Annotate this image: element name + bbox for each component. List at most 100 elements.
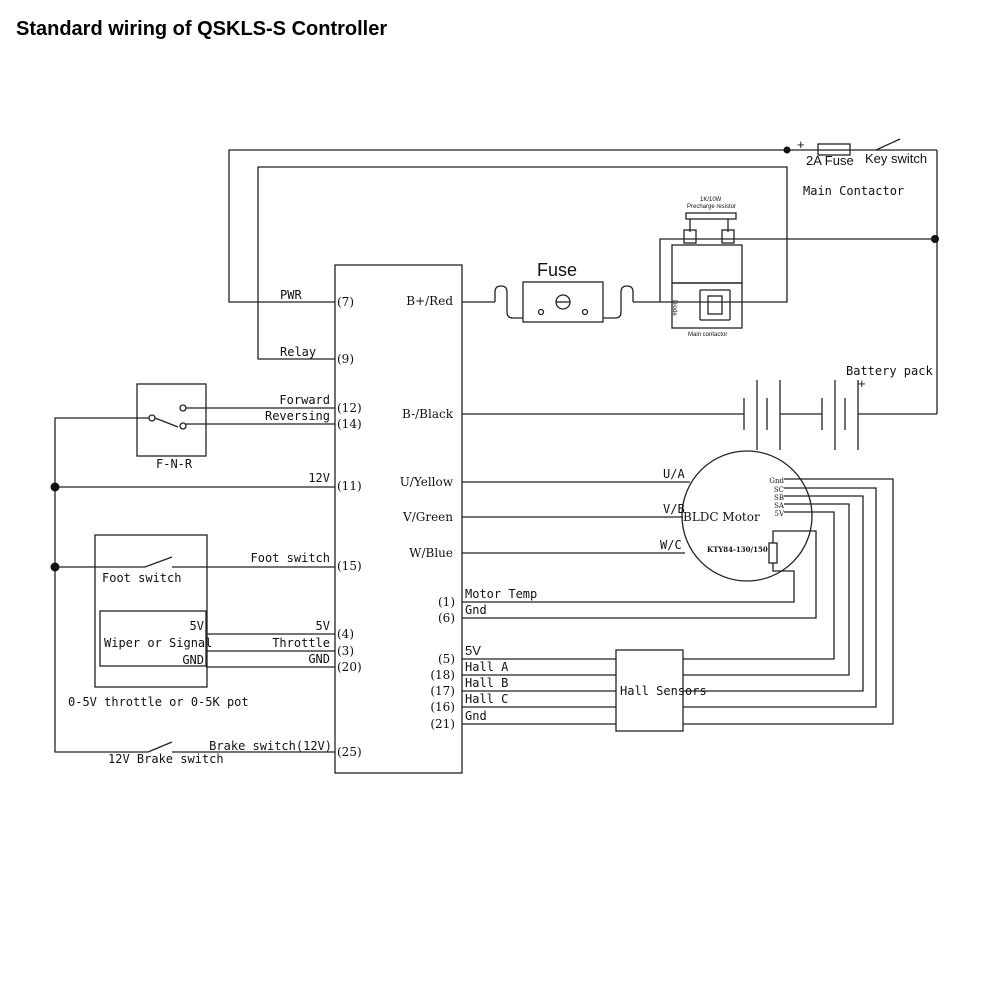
fnr-forward-icon	[179, 404, 187, 412]
pin-reversing-label: Reversing	[265, 409, 330, 423]
pin-5v-hall-label: 5V	[465, 643, 481, 658]
wire-hall-gnd	[683, 478, 894, 725]
fnr-common-icon	[148, 414, 156, 422]
pin-foot-switch-num: (15)	[337, 559, 362, 573]
fnr-lever-icon	[154, 417, 179, 428]
pin-gnd21-label: Gnd	[465, 709, 487, 723]
wire-fuse-to-contactor	[633, 238, 935, 303]
pin-pwr-label: PWR	[280, 288, 302, 302]
plus-sign-top: +	[797, 137, 805, 152]
pin-hall-c-label: Hall C	[465, 692, 508, 706]
pin-gnd-num: (20)	[337, 660, 362, 674]
plus-sign-battery: +	[858, 376, 866, 391]
wire-hall-5v	[683, 511, 835, 660]
pin-21-num: (21)	[430, 717, 455, 731]
pin-5v-num: (4)	[337, 627, 354, 641]
pin-bplus-label: B+/Red	[406, 294, 453, 308]
motor-icon	[681, 450, 813, 582]
motor-sb-label: SB	[774, 494, 784, 502]
pot-wiper-label: Wiper or Signal	[104, 636, 212, 650]
hall-sensors-label: Hall Sensors	[620, 684, 707, 698]
controller-box	[334, 264, 463, 774]
pin-forward-label: Forward	[279, 393, 330, 407]
pin-hall-a-label: Hall A	[465, 660, 509, 674]
wire-hall-b	[683, 495, 864, 692]
foot-switch-label: Foot switch	[102, 571, 181, 585]
pin-6-num: (6)	[438, 611, 455, 625]
pin-foot-switch-label: Foot switch	[251, 551, 330, 565]
brake-switch-icon	[147, 741, 173, 753]
pot-box	[99, 610, 207, 667]
pin-5-num: (5)	[438, 652, 455, 666]
fuse-label: Fuse	[537, 260, 577, 280]
pin-reversing-num: (14)	[337, 417, 362, 431]
battery-icon	[743, 380, 859, 450]
foot-switch-icon	[144, 556, 173, 568]
small-fuse-label: 2A Fuse	[806, 153, 854, 168]
wire-relay	[257, 166, 788, 360]
main-contactor-label: Main Contactor	[803, 184, 904, 198]
phase-u-label: U/A	[663, 467, 685, 481]
pin-1-num: (1)	[438, 595, 455, 609]
temp-sensor-label: KTY84-130/150	[707, 545, 768, 554]
phase-v-label: V/B	[663, 502, 685, 516]
pin-17-num: (17)	[430, 684, 455, 698]
key-switch-icon	[875, 138, 901, 151]
pin-5v-label: 5V	[316, 619, 330, 633]
pot-5v-label: 5V	[190, 619, 204, 633]
motor-label: BLDC Motor	[683, 510, 760, 524]
pin-hall-b-label: Hall B	[465, 676, 508, 690]
motor-sc-label: SC	[774, 486, 784, 494]
wire-hall-c	[683, 487, 877, 708]
wire-pwr	[228, 149, 937, 303]
motor-sa-label: SA	[774, 502, 785, 510]
page-title: Standard wiring of QSKLS-S Controller	[16, 18, 388, 40]
temp-sensor-icon	[768, 542, 778, 564]
pin-12v-num: (11)	[337, 479, 362, 493]
pin-relay-num: (9)	[337, 352, 354, 366]
pin-w-label: W/Blue	[409, 546, 453, 560]
throttle-assembly-box	[94, 534, 208, 688]
pin-gnd-label: GND	[308, 652, 330, 666]
motor-5v-label: 5V	[774, 510, 784, 518]
fnr-switch-box	[136, 383, 207, 457]
pin-u-label: U/Yellow	[400, 475, 454, 489]
wire-hall-a	[683, 503, 850, 676]
precharge-top-label: 1K/10W	[700, 197, 722, 203]
pin-18-num: (18)	[430, 668, 455, 682]
wire-temp-gnd	[462, 530, 817, 619]
pin-16-num: (16)	[430, 700, 455, 714]
junction-dot	[783, 146, 791, 154]
junction-dot	[50, 482, 60, 492]
fuse-icon	[494, 281, 634, 323]
fnr-label: F-N-R	[156, 457, 193, 471]
wire-temp	[462, 563, 795, 603]
pin-motor-temp-label: Motor Temp	[465, 587, 537, 601]
pin-v-label: V/Green	[402, 510, 453, 524]
fnr-reverse-icon	[179, 422, 187, 430]
pin-12v-label: 12V	[308, 471, 330, 485]
pin-forward-num: (12)	[337, 401, 362, 415]
brake-switch-label: 12V Brake switch	[108, 752, 224, 766]
precharge-label: Precharge resistor	[687, 204, 736, 210]
diode-label: Diode	[671, 300, 677, 316]
throttle-caption: 0-5V throttle or 0-5K pot	[68, 695, 249, 709]
wire-left-bus	[54, 417, 149, 753]
contactor-small-label: Main contactor	[688, 332, 727, 338]
pin-pwr-num: (7)	[337, 295, 354, 309]
key-switch-label: Key switch	[865, 151, 927, 166]
pin-throttle-num: (3)	[337, 644, 354, 658]
contactor-icon	[671, 212, 743, 329]
pot-gnd-label: GND	[182, 653, 204, 667]
pin-bminus-label: B-/Black	[402, 407, 454, 421]
small-fuse-icon	[817, 143, 851, 156]
motor-gnd-label: Gnd	[769, 477, 784, 485]
phase-w-label: W/C	[660, 538, 682, 552]
pin-throttle-label: Throttle	[272, 636, 330, 650]
pin-brake-label: Brake switch(12V)	[209, 739, 332, 753]
pin-brake-num: (25)	[337, 745, 362, 759]
battery-pack-label: Battery pack	[846, 364, 933, 378]
pin-relay-label: Relay	[280, 345, 316, 359]
pin-gnd6-label: Gnd	[465, 603, 487, 617]
